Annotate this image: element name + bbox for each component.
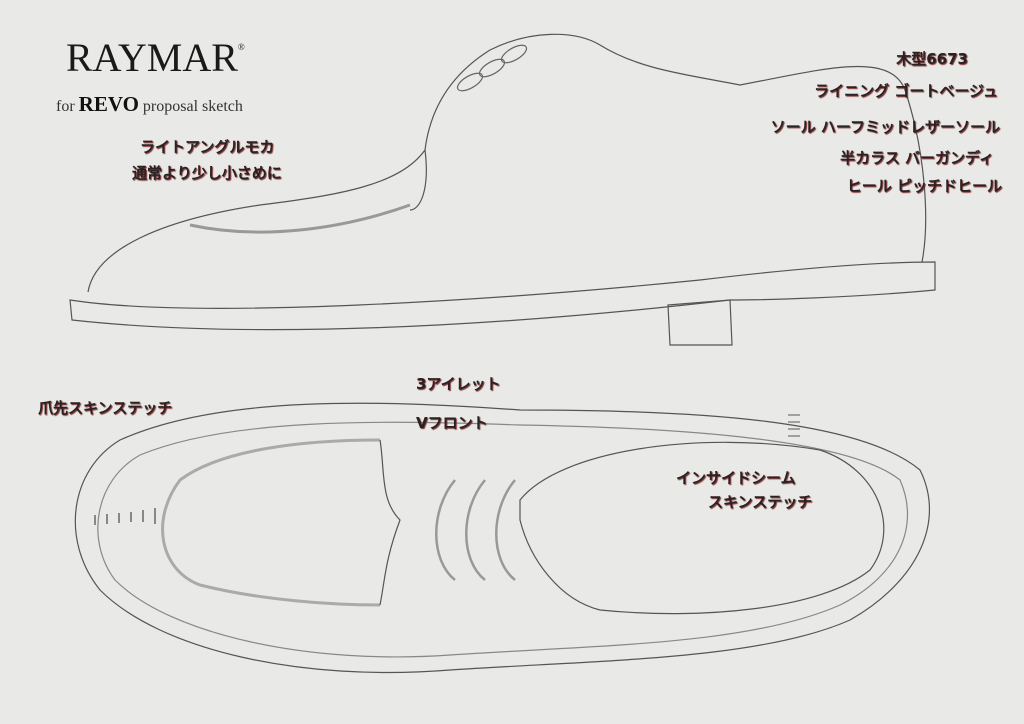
front-note: Vフロント <box>416 414 488 432</box>
toe-note-2: 通常より少し小さめに <box>132 164 282 182</box>
brand-logo: RAYMAR® <box>66 34 245 81</box>
side-sole <box>69 261 936 331</box>
registered-mark: ® <box>237 42 245 52</box>
top-outline <box>74 402 931 674</box>
inside-seam-note-2: スキンステッチ <box>708 493 813 511</box>
top-vamp-v <box>379 439 401 606</box>
toe-stitch-note: 爪先スキンステッチ <box>38 399 173 417</box>
toe-note-1: ライトアングルモカ <box>140 138 275 156</box>
top-laces <box>435 479 516 581</box>
spec-lining: ライニング ゴートベージュ <box>814 82 998 100</box>
top-apron-moc <box>161 438 381 607</box>
spec-waist: 半カラス バーガンディ <box>840 149 994 167</box>
eyelets-note: 3アイレット <box>416 375 501 393</box>
subtitle-prefix: for <box>56 98 75 115</box>
top-toe-stitch <box>94 508 156 525</box>
side-heel <box>667 299 733 346</box>
subtitle: for REVO proposal sketch <box>56 92 243 117</box>
spec-sole: ソール ハーフミッドレザーソール <box>770 118 1000 136</box>
side-lacing-line <box>409 149 427 211</box>
brand-name: RAYMAR <box>66 35 238 80</box>
top-heel-stitch <box>788 414 800 437</box>
subtitle-client: REVO <box>78 92 139 116</box>
side-upper-outline <box>87 33 927 293</box>
spec-last: 木型6673 <box>896 50 968 68</box>
top-outline-inner <box>97 421 908 658</box>
side-laces <box>456 44 528 92</box>
side-vamp-moc <box>189 203 411 234</box>
top-opening <box>519 441 885 615</box>
inside-seam-note-1: インサイドシーム <box>676 469 796 487</box>
spec-heel: ヒール ピッチドヒール <box>846 177 1002 195</box>
subtitle-suffix: proposal sketch <box>142 98 243 115</box>
